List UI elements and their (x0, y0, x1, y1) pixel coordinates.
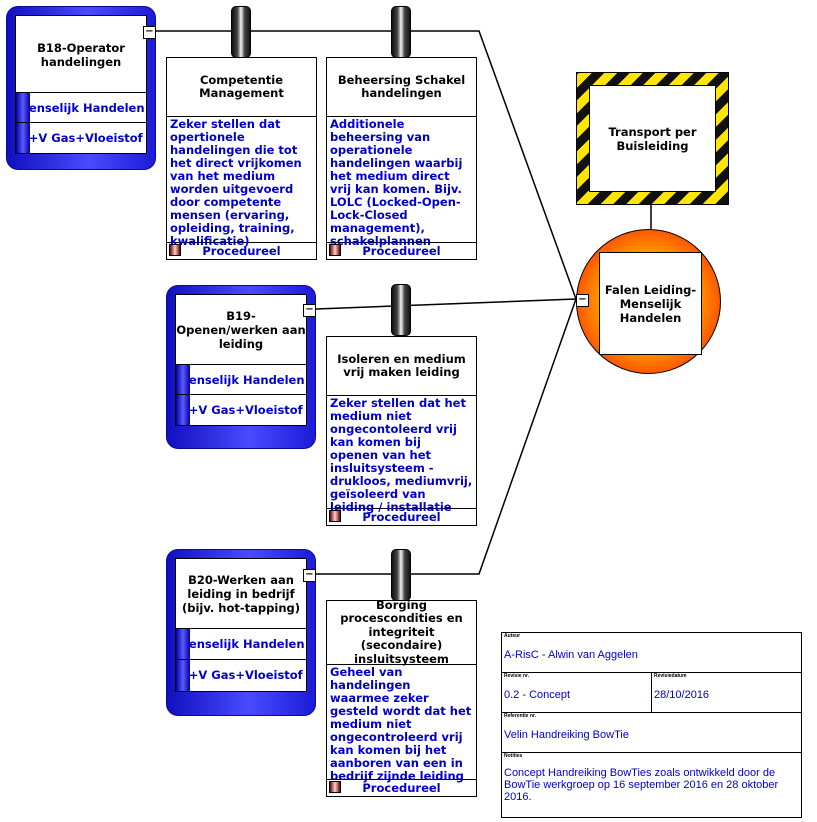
threat-category: Menselijk Handelen (15, 92, 147, 124)
barrier-type-indicator-icon (329, 781, 341, 793)
barrier-knob-icon (391, 284, 411, 336)
barrier-type: Procedureel (327, 242, 476, 259)
barrier-title: Competentie Management (167, 58, 316, 117)
notes-value: Concept Handreiking BowTies zoals ontwik… (504, 767, 779, 803)
collapse-icon[interactable]: − (143, 26, 156, 39)
category-label: G+V Gas+Vloeistof (19, 130, 143, 145)
threat-category: G+V Gas+Vloeistof (175, 659, 307, 692)
barrier-isoleren[interactable]: Isoleren en medium vrij maken leiding Ze… (326, 336, 477, 526)
author-cell: Auteur A-RisC - Alwin van Aggelen (502, 633, 801, 673)
barrier-competentie-management[interactable]: Competentie Management Zeker stellen dat… (166, 57, 317, 260)
notes-label: Notities (504, 753, 523, 759)
barrier-knob-icon (231, 6, 251, 58)
threat-b18[interactable]: B18-Operator handelingen Menselijk Hande… (6, 6, 156, 170)
barrier-beheersing-schakel[interactable]: Beheersing Schakel handelingen Additione… (326, 57, 477, 260)
barrier-type-label: Procedureel (202, 243, 281, 258)
barrier-title: Isoleren en medium vrij maken leiding (327, 337, 476, 396)
document-value: Velin Handreiking BowTie (504, 729, 629, 741)
barrier-description: Additionele beheersing van operationele … (327, 117, 476, 248)
top-event-title: Falen Leiding- Menselijk Handelen (599, 252, 702, 355)
threat-title: B19-Openen/werken aan leiding (175, 294, 307, 366)
category-stripe-icon (176, 629, 190, 660)
revision-label: Revisie nr. (504, 673, 530, 679)
barrier-type-label: Procedureel (362, 509, 441, 524)
category-stripe-icon (176, 395, 190, 425)
barrier-title: Beheersing Schakel handelingen (327, 58, 476, 117)
threat-title: B20-Werken aan leiding in bedrijf (bijv.… (175, 558, 307, 630)
barrier-description: Geheel van handelingen waarmee zeker ges… (327, 665, 476, 783)
threat-category: G+V Gas+Vloeistof (15, 122, 147, 154)
threat-title: B18-Operator handelingen (15, 15, 147, 94)
notes-cell: Notities Concept Handreiking BowTies zoa… (502, 753, 801, 817)
document-cell: Referentie nr. Velin Handreiking BowTie (502, 713, 801, 753)
category-label: Menselijk Handelen (177, 372, 305, 387)
hazard-title: Transport per Buisleiding (589, 85, 716, 192)
category-label: G+V Gas+Vloeistof (179, 402, 303, 417)
barrier-type-label: Procedureel (362, 780, 441, 795)
threat-b20[interactable]: B20-Werken aan leiding in bedrijf (bijv.… (166, 549, 316, 716)
category-stripe-icon (16, 123, 30, 153)
document-info-table: Auteur A-RisC - Alwin van Aggelen Revisi… (501, 632, 802, 818)
barrier-type: Procedureel (327, 779, 476, 796)
threat-b19[interactable]: B19-Openen/werken aan leiding Menselijk … (166, 285, 316, 449)
category-stripe-icon (176, 365, 190, 395)
barrier-type: Procedureel (327, 508, 476, 525)
barrier-type-label: Procedureel (362, 243, 441, 258)
barrier-knob-icon (391, 6, 411, 58)
revision-cell: Revisie nr. 0.2 - Concept (502, 673, 652, 713)
collapse-icon[interactable]: − (303, 304, 316, 317)
barrier-type-indicator-icon (169, 244, 181, 256)
category-label: G+V Gas+Vloeistof (179, 668, 303, 682)
revision-date-value: 28/10/2016 (654, 689, 710, 701)
collapse-icon[interactable]: − (303, 569, 316, 582)
barrier-type-indicator-icon (329, 510, 341, 522)
collapse-icon[interactable]: − (576, 294, 589, 307)
category-label: Menselijk Handelen (177, 637, 305, 651)
barrier-knob-icon (391, 549, 411, 601)
author-label: Auteur (504, 633, 521, 639)
hazard[interactable]: Transport per Buisleiding (576, 72, 729, 205)
category-stripe-icon (176, 660, 190, 691)
revision-value: 0.2 - Concept (504, 689, 571, 701)
barrier-description: Zeker stellen dat het medium niet ongeco… (327, 396, 476, 514)
revision-date-cell: Revisiedatum 28/10/2016 (652, 673, 801, 713)
author-value: A-RisC - Alwin van Aggelen (504, 649, 638, 661)
revision-date-label: Revisiedatum (654, 673, 687, 679)
document-label: Referentie nr. (504, 713, 536, 719)
category-stripe-icon (16, 93, 30, 123)
barrier-title: Borging procescondities en integriteit (… (327, 598, 476, 666)
threat-category: G+V Gas+Vloeistof (175, 394, 307, 426)
threat-category: Menselijk Handelen (175, 628, 307, 661)
barrier-type: Procedureel (167, 242, 316, 259)
barrier-description: Zeker stellen dat opertionele handelinge… (167, 117, 316, 248)
barrier-borging-procescondities[interactable]: Borging procescondities en integriteit (… (326, 598, 477, 797)
barrier-type-indicator-icon (329, 244, 341, 256)
category-label: Menselijk Handelen (17, 100, 145, 115)
top-event[interactable]: Falen Leiding- Menselijk Handelen (576, 229, 721, 374)
threat-category: Menselijk Handelen (175, 364, 307, 396)
